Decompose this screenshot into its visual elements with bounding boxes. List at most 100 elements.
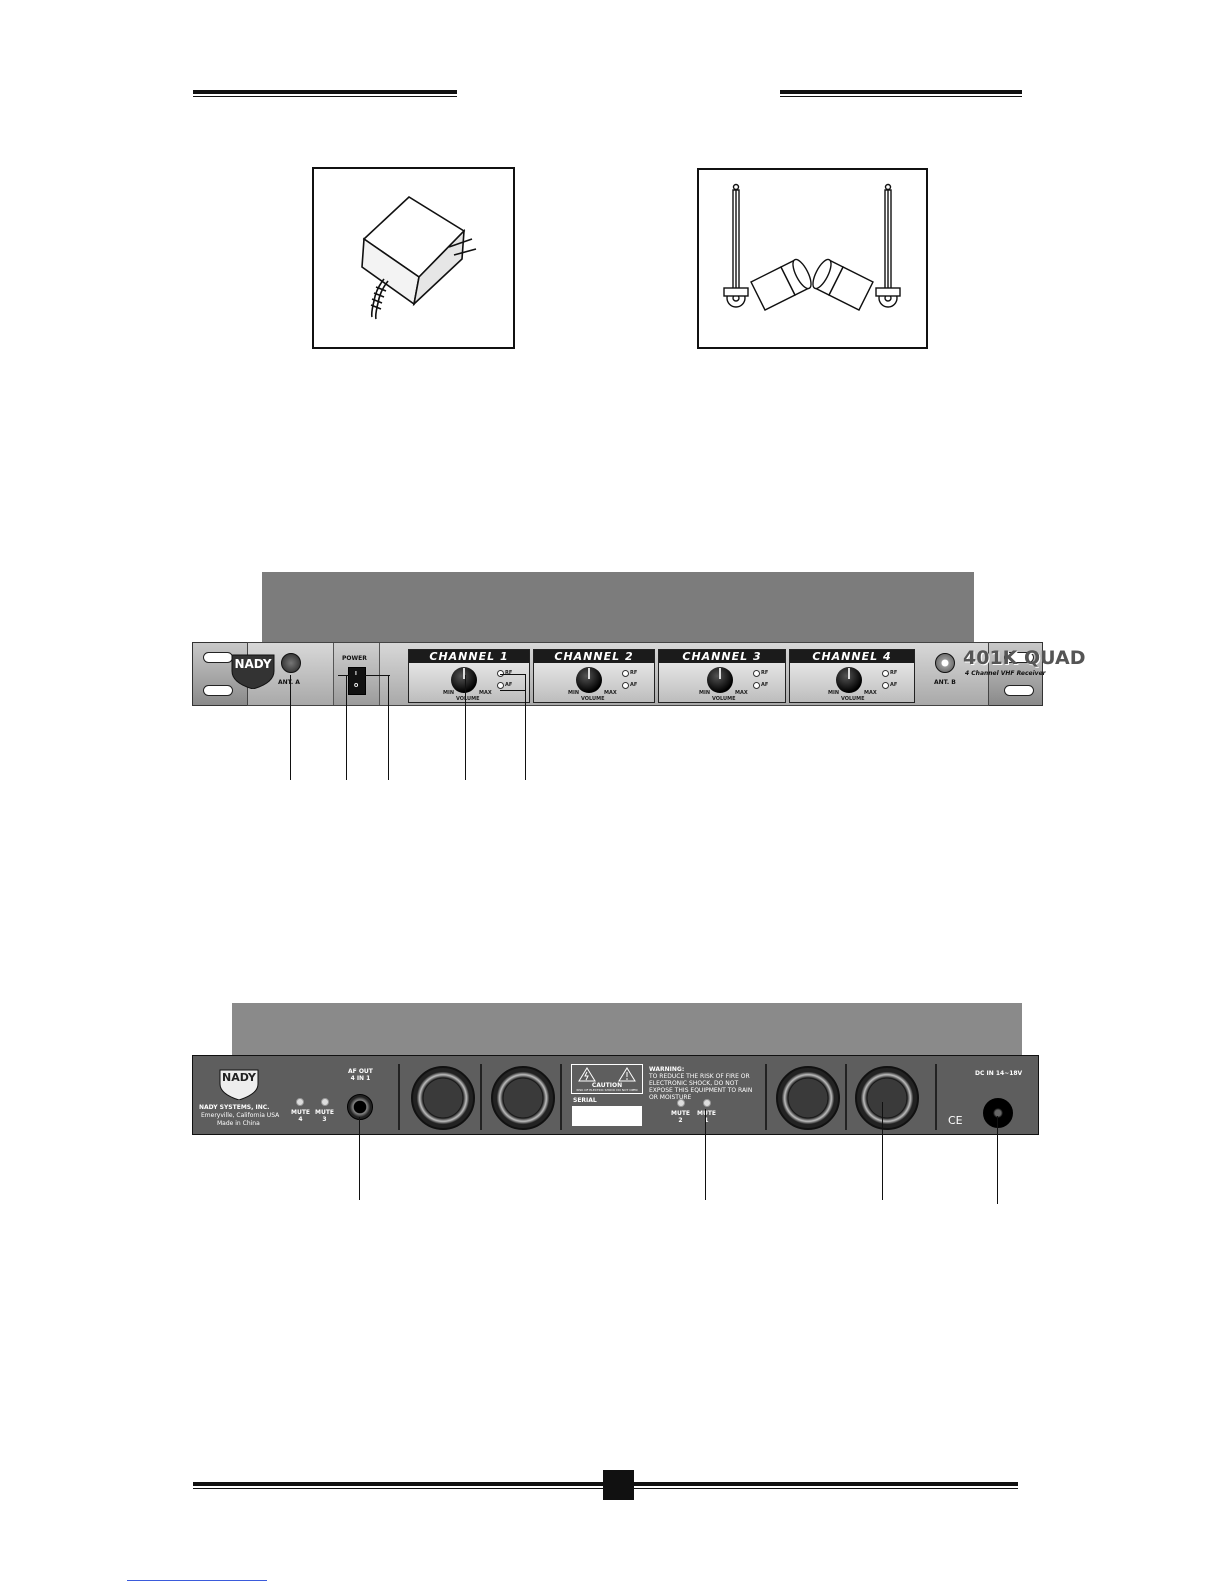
footer-rule-right [634, 1482, 1018, 1489]
channel-2-label: CHANNEL 2 [534, 650, 654, 663]
rear-city: Emeryville, California USA [201, 1112, 280, 1119]
mute-1-label: MUTE 1 [697, 1110, 717, 1124]
channel-4-af-label: AF [890, 682, 898, 688]
af-out-jack[interactable] [347, 1094, 373, 1120]
power-switch[interactable]: I O [348, 667, 366, 695]
rear-chassis-top [232, 1003, 1022, 1055]
header-rule-right [780, 90, 1022, 97]
channel-3-af-led [753, 682, 760, 689]
channel-2-rf-led [622, 670, 629, 677]
channel-3-rf-led [753, 670, 760, 677]
callout-rf-af-leds [525, 674, 526, 780]
mute-2-label: MUTE 2 [671, 1110, 691, 1124]
switch-on-mark: I [355, 671, 357, 677]
channel-4-rf-label: RF [890, 670, 898, 676]
balanced-3-label: BALANCED 3 [501, 1136, 544, 1143]
channel-2-volume-knob[interactable] [576, 667, 602, 693]
rack-slot [203, 685, 233, 696]
channel-strip: CHANNEL 1 RF AF MIN MAX VOLUME CHANNEL 2… [408, 649, 915, 703]
balanced-1-xlr[interactable] [855, 1066, 919, 1130]
balanced-4-xlr[interactable] [411, 1066, 475, 1130]
caution-label-box: CAUTION RISK OF ELECTRIC SHOCK DO NOT OP… [571, 1064, 643, 1094]
footer-link-underline [127, 1580, 267, 1581]
channel-3-min: MIN [699, 690, 711, 696]
channel-3-volume-label: VOLUME [712, 696, 736, 702]
rear-divider [845, 1064, 847, 1130]
channel-4-max: MAX [864, 690, 877, 696]
balanced-2-xlr[interactable] [776, 1066, 840, 1130]
ant-b-label: ANT. B [934, 679, 956, 686]
channel-1-max: MAX [479, 690, 492, 696]
channel-3-max: MAX [735, 690, 748, 696]
callout-af-out [359, 1117, 360, 1200]
warning-triangle-icon [618, 1067, 636, 1082]
power-adapter-figure [312, 167, 515, 349]
rear-logo-text: NADY [221, 1071, 256, 1084]
page-number-box [603, 1470, 634, 1500]
channel-1-label: CHANNEL 1 [409, 650, 529, 663]
power-adapter-illustration [361, 195, 477, 320]
serial-sticker [572, 1106, 642, 1126]
rack-slot [1004, 685, 1034, 696]
warning-title: WARNING: [649, 1066, 685, 1073]
balanced-1-label: BALANCED 1 [865, 1136, 908, 1143]
rear-divider [765, 1064, 767, 1130]
ce-mark: CE [948, 1114, 963, 1127]
channel-3-af-label: AF [761, 682, 769, 688]
ant-a-label: ANT. A [278, 679, 300, 686]
caution-text: CAUTION [591, 1082, 623, 1089]
channel-4-volume-label: VOLUME [841, 696, 865, 702]
switch-off-mark: O [354, 683, 359, 689]
channel-2-volume-label: VOLUME [581, 696, 605, 702]
channel-2-rf-label: RF [630, 670, 638, 676]
mute-2-trim[interactable] [677, 1099, 685, 1107]
rear-divider [398, 1064, 400, 1130]
rear-divider [480, 1064, 482, 1130]
header-rule-left [193, 90, 457, 97]
footer-rule-left [193, 1482, 603, 1489]
rear-panel: NADY NADY SYSTEMS, INC. Emeryville, Cali… [192, 1055, 1039, 1143]
channel-3-volume-knob[interactable] [707, 667, 733, 693]
mute-4-trim[interactable] [296, 1098, 304, 1106]
channel-3-rf-label: RF [761, 670, 769, 676]
rear-made: Made in China [217, 1120, 260, 1127]
mute-3-trim[interactable] [321, 1098, 329, 1106]
channel-4-af-led [882, 682, 889, 689]
callout-power-switch [346, 675, 347, 780]
channel-3-label: CHANNEL 3 [659, 650, 785, 663]
model-subtitle: 4 Channel VHF Receiver [965, 670, 1046, 677]
callout-power-led [388, 675, 389, 780]
mute-1-trim[interactable] [703, 1099, 711, 1107]
channel-4: CHANNEL 4 RF AF MIN MAX VOLUME [789, 649, 915, 703]
channel-4-label: CHANNEL 4 [790, 650, 914, 663]
channel-1-volume-knob[interactable] [451, 667, 477, 693]
callout-dc-in [997, 1116, 998, 1204]
warning-text: TO REDUCE THE RISK OF FIRE OR ELECTRONIC… [649, 1073, 753, 1101]
power-section: POWER I O [333, 643, 380, 705]
balanced-4-label: BALANCED 4 [421, 1136, 464, 1143]
front-rack-ear-right [987, 642, 1043, 706]
front-callout-marker [500, 690, 526, 691]
callout-balanced-out [882, 1102, 883, 1200]
rear-divider [935, 1064, 937, 1130]
callout-ant-a [290, 675, 291, 780]
rack-slot [1004, 652, 1034, 663]
channel-4-min: MIN [828, 690, 840, 696]
antennas-figure [697, 168, 928, 349]
channel-1-min: MIN [443, 690, 455, 696]
af-out-label: AF OUT 4 IN 1 [348, 1068, 373, 1082]
front-panel: NADY ANT. A POWER I O CHANNEL 1 RF AF MI… [231, 642, 1085, 706]
channel-2: CHANNEL 2 RF AF MIN MAX VOLUME [533, 649, 655, 703]
caution-subtext: RISK OF ELECTRIC SHOCK DO NOT OPEN [576, 1088, 638, 1092]
channel-4-volume-knob[interactable] [836, 667, 862, 693]
balanced-3-xlr[interactable] [491, 1066, 555, 1130]
front-logo-text: NADY [234, 657, 272, 671]
dc-in-jack[interactable] [983, 1098, 1013, 1128]
channel-4-rf-led [882, 670, 889, 677]
warning-triangle-icon [578, 1067, 596, 1082]
channel-1-rf-label: RF [505, 670, 513, 676]
model-name: 401K QUAD [963, 647, 1086, 669]
nady-logo: NADY [228, 649, 278, 690]
channel-1-af-led [497, 682, 504, 689]
front-callout-marker [500, 674, 526, 675]
